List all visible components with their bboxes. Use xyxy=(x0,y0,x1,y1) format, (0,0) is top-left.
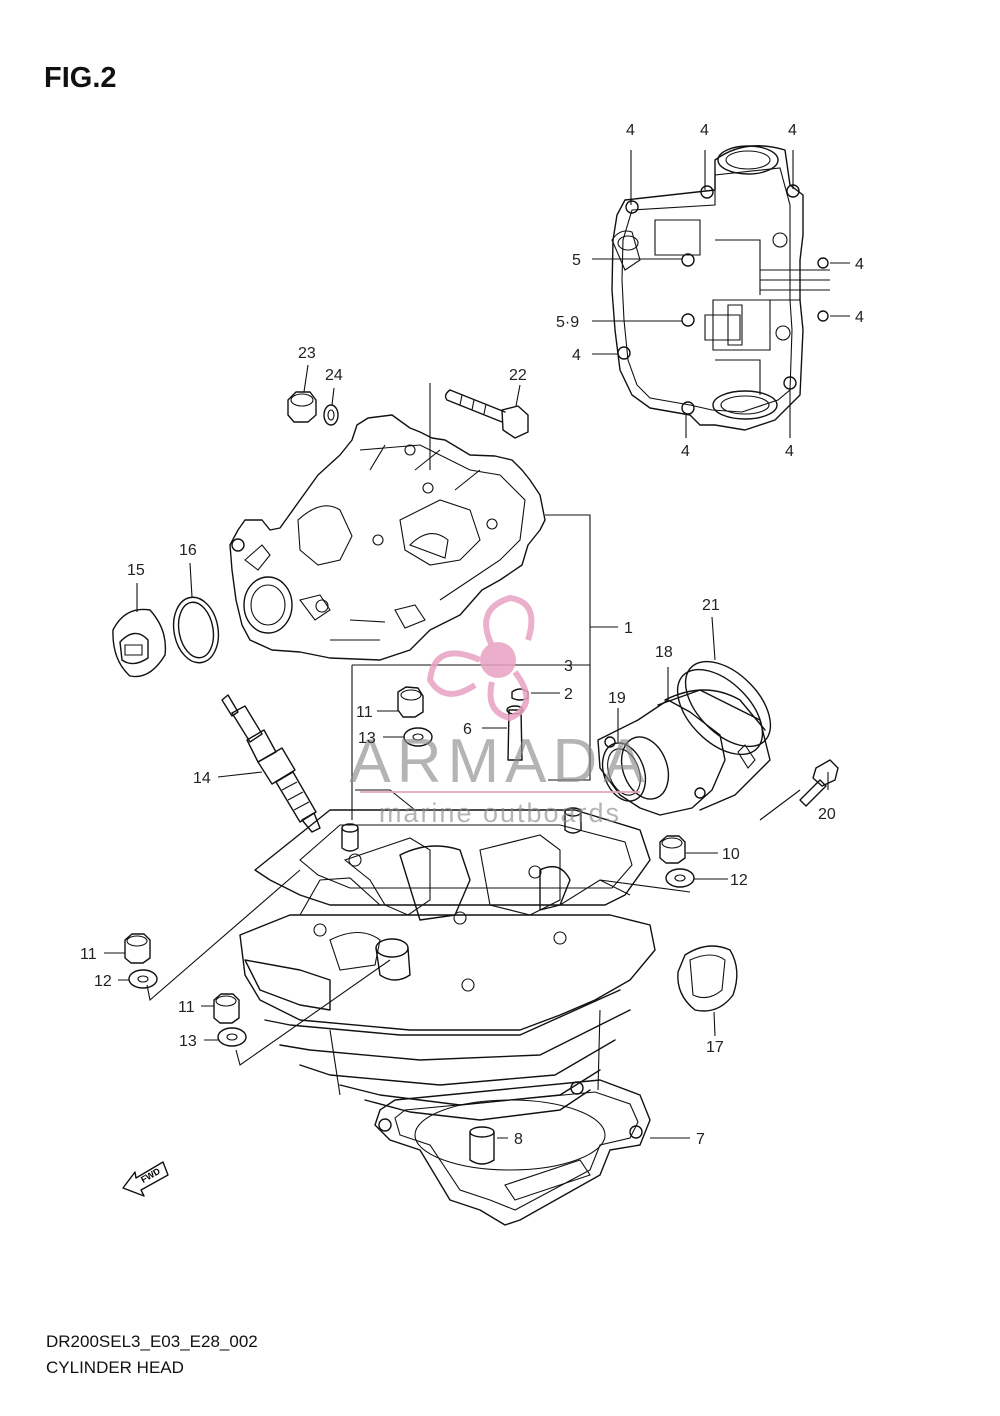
callout-12: 12 xyxy=(94,973,112,990)
callout-labels: 1 2 3 4 4 4 4 4 4 4 4 5 5·9 6 7 8 10 11 … xyxy=(80,122,864,1185)
callout-24: 24 xyxy=(325,367,343,384)
callout-13: 13 xyxy=(358,730,376,747)
callout-5-9: 5·9 xyxy=(556,314,579,331)
watermark-brand: ARMADA xyxy=(349,727,650,796)
callout-20: 20 xyxy=(818,806,836,823)
armada-watermark: ARMADA marine outboards xyxy=(349,594,650,828)
leader-lines xyxy=(104,150,850,1139)
callout-21: 21 xyxy=(702,597,720,614)
callout-11: 11 xyxy=(178,999,195,1016)
callout-13: 13 xyxy=(179,1033,197,1050)
callout-18: 18 xyxy=(655,644,673,661)
callout-10: 10 xyxy=(722,846,740,863)
callout-22: 22 xyxy=(509,367,527,384)
callout-7: 7 xyxy=(696,1131,705,1148)
cylinder-head-body xyxy=(229,414,546,661)
figure-title: FIG.2 xyxy=(44,62,117,94)
callout-12: 12 xyxy=(730,872,748,889)
callout-17: 17 xyxy=(706,1039,724,1056)
callout-4: 4 xyxy=(681,443,690,460)
callout-4: 4 xyxy=(855,309,864,326)
callout-5: 5 xyxy=(572,252,581,269)
callout-2: 2 xyxy=(564,686,573,703)
callout-23: 23 xyxy=(298,345,316,362)
callout-14: 14 xyxy=(193,770,211,787)
diagram-name: CYLINDER HEAD xyxy=(46,1358,184,1377)
callout-4: 4 xyxy=(700,122,709,139)
watermark-tagline: marine outboards xyxy=(379,798,621,828)
propeller-logo xyxy=(426,594,535,722)
callout-19: 19 xyxy=(608,690,626,707)
callout-1: 1 xyxy=(624,620,633,637)
cylinder-body xyxy=(239,807,656,1226)
callout-4: 4 xyxy=(788,122,797,139)
diagram-code: DR200SEL3_E03_E28_002 xyxy=(46,1332,258,1351)
head-cover-top-view xyxy=(611,145,830,431)
callout-11: 11 xyxy=(80,946,97,963)
callout-16: 16 xyxy=(179,542,197,559)
callout-15: 15 xyxy=(127,562,145,579)
callout-3: 3 xyxy=(564,658,573,675)
callout-6: 6 xyxy=(463,721,472,738)
fwd-label: FWD xyxy=(139,1166,162,1185)
callout-11: 11 xyxy=(356,704,373,721)
callout-4: 4 xyxy=(855,256,864,273)
callout-4: 4 xyxy=(785,443,794,460)
callout-8: 8 xyxy=(514,1131,523,1148)
callout-4: 4 xyxy=(572,347,581,364)
callout-4: 4 xyxy=(626,122,635,139)
